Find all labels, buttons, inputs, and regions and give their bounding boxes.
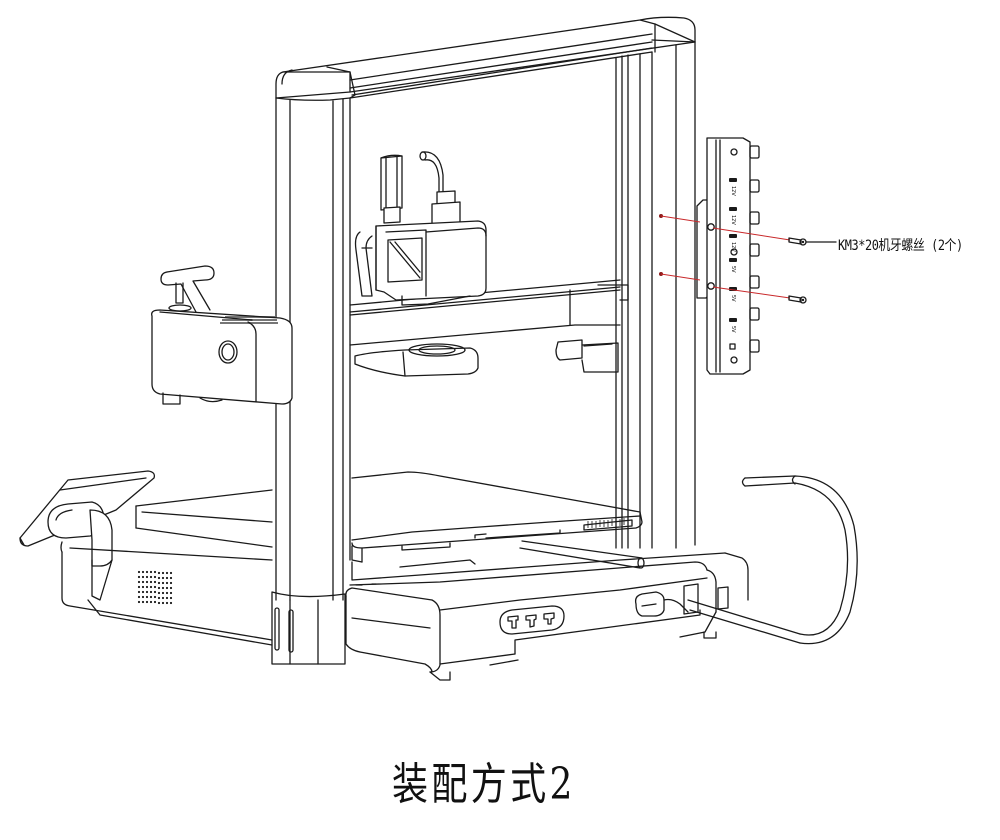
board-connectors (749, 145, 760, 353)
z-limit-bracket (555, 339, 619, 373)
screw-hole (707, 282, 715, 290)
pcb-label: 5V (730, 295, 736, 302)
screw-hole (707, 223, 715, 231)
screw-callout-label: KM3*20机牙螺丝 (2个) (838, 238, 963, 254)
heated-bed (351, 471, 645, 569)
spool-holder-box (151, 265, 293, 405)
frame-right-upright (615, 41, 696, 549)
base-left (60, 489, 273, 646)
touch-screen (19, 470, 156, 601)
pcb-label: 5V (730, 326, 736, 333)
pcb-label: 12V (730, 215, 736, 225)
frame-top-beam (275, 16, 696, 101)
bed-probe (354, 343, 479, 377)
mounting-screws (788, 237, 837, 304)
pcb-label: 12V (730, 242, 736, 252)
assembly-leader-lines (659, 214, 791, 299)
pcb-voltage-labels: 12V 12V 12V 5V 5V 5V (730, 186, 736, 333)
pcb-label: 5V (730, 266, 736, 273)
frame-left-upright (271, 97, 351, 665)
knob-panel (499, 605, 565, 635)
power-cable (634, 475, 858, 645)
print-head (354, 151, 487, 306)
pcb-label: 12V (730, 186, 736, 196)
figure-caption: 装配方式2 (392, 759, 576, 810)
speaker-grille (137, 570, 173, 605)
bed-connector-pins (587, 518, 629, 528)
base-unit (345, 552, 749, 681)
adapter-board: 12V 12V 12V 5V 5V 5V (696, 137, 760, 375)
vent-grille (220, 316, 278, 324)
